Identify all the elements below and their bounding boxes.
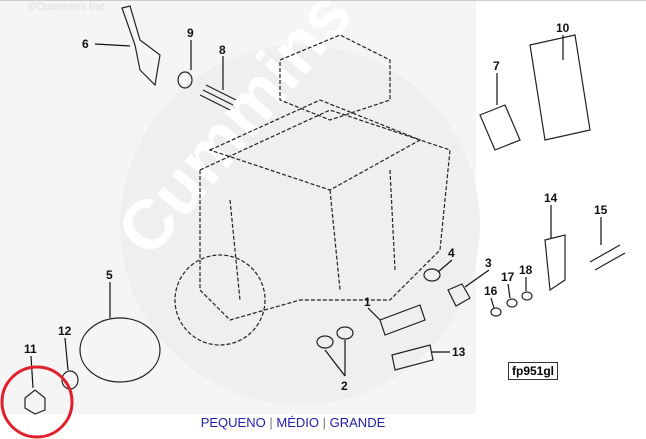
callout-7: 7 <box>493 59 500 73</box>
part-13-fitting <box>391 344 434 371</box>
callout-16: 16 <box>484 284 498 298</box>
part-2-washer <box>336 326 354 340</box>
callout-6: 6 <box>82 37 89 51</box>
size-large-link[interactable]: GRANDE <box>329 415 386 430</box>
copyright-text: ©Cummins Inc <box>28 1 106 13</box>
part-17 <box>506 298 518 308</box>
callout-12: 12 <box>58 324 72 338</box>
watermark-circle <box>120 45 480 405</box>
size-links: PEQUENO | MÉDIO | GRANDE <box>0 415 646 431</box>
separator: | <box>322 415 327 430</box>
part-4-washer <box>423 268 441 282</box>
callout-2: 2 <box>341 379 348 393</box>
size-medium-link[interactable]: MÉDIO <box>276 415 319 430</box>
callout-4: 4 <box>448 246 455 260</box>
part-14-bracket <box>544 234 566 292</box>
separator: | <box>269 415 273 430</box>
part-2-washer <box>316 335 334 349</box>
diagram-code: fp951gl <box>508 362 559 380</box>
highlight-circle <box>0 365 74 439</box>
size-small-link[interactable]: PEQUENO <box>200 415 266 430</box>
leader-lines <box>30 35 602 389</box>
part-7-gasket <box>479 104 521 151</box>
callout-17: 17 <box>501 270 515 284</box>
part-5-gasket <box>79 317 161 383</box>
callout-13: 13 <box>452 345 466 359</box>
callout-14: 14 <box>544 191 558 205</box>
callout-5: 5 <box>106 268 113 282</box>
part-9 <box>177 71 193 89</box>
part-16-nut <box>490 307 502 317</box>
part-18 <box>521 291 533 301</box>
callout-1: 1 <box>364 295 371 309</box>
callout-3: 3 <box>485 256 492 270</box>
callout-15: 15 <box>594 203 608 217</box>
parts <box>24 5 626 415</box>
part-1-fitting <box>379 304 426 336</box>
part-10-cover <box>529 34 591 141</box>
part-11-nut <box>24 389 46 415</box>
callout-labels: 6 9 8 10 7 14 15 4 3 5 1 16 17 18 12 11 … <box>24 21 608 393</box>
injection-pump <box>174 34 451 346</box>
callout-18: 18 <box>519 263 533 277</box>
callout-10: 10 <box>556 21 570 35</box>
part-8-spring <box>199 84 237 111</box>
callout-8: 8 <box>219 43 226 57</box>
part-15-bolt <box>589 244 626 271</box>
callout-11: 11 <box>24 342 37 356</box>
part-3-nut <box>447 283 471 307</box>
callout-9: 9 <box>187 26 194 40</box>
top-border <box>0 0 646 1</box>
part-6-bracket <box>121 5 161 87</box>
